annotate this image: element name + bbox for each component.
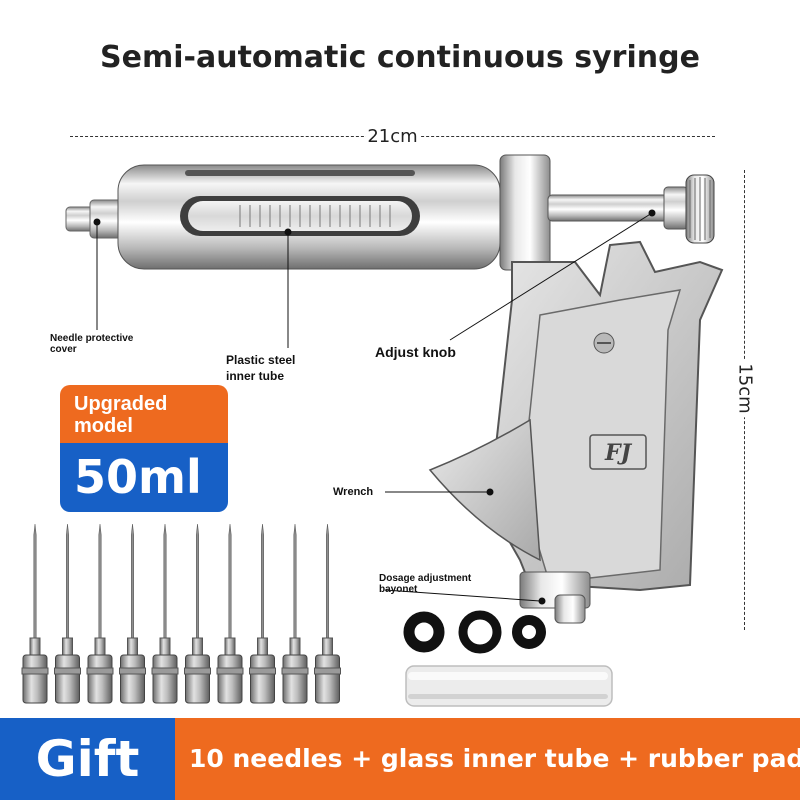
needle-icon	[119, 523, 146, 704]
wrench-label: Wrench	[333, 486, 374, 498]
adjust-knob-label: Adjust knob	[375, 344, 456, 360]
length-dimension: 21cm	[70, 126, 715, 147]
wrench-dot	[486, 488, 494, 496]
length-label: 21cm	[365, 126, 420, 147]
needle-icon	[184, 523, 211, 704]
gift-label: Gift	[0, 718, 175, 800]
rubber-ring-icon	[458, 610, 502, 654]
needle-icon	[216, 523, 244, 704]
needle-icon	[151, 523, 179, 704]
glass-tube-icon	[405, 665, 613, 707]
gift-contents: 10 needles + glass inner tube + rubber p…	[175, 718, 800, 800]
logo-text: FJ	[604, 440, 633, 466]
volume-label: 50ml	[60, 443, 228, 512]
leader-lines	[93, 209, 656, 605]
dosage-dot	[538, 597, 546, 605]
needle-icon	[314, 523, 341, 704]
rubber-ring-icon	[512, 615, 546, 649]
barrel-top-slot	[185, 170, 415, 176]
needle-set	[21, 523, 341, 704]
wrench-lever	[428, 418, 541, 562]
needle-icon	[281, 523, 309, 704]
bayonet-tip	[554, 594, 586, 624]
page-title: Semi-automatic continuous syringe	[100, 40, 700, 75]
inner-tube-dot	[284, 228, 292, 236]
needle-cover-dot	[93, 218, 101, 226]
height-dimension: 15cm	[730, 170, 760, 630]
barrel-collar	[499, 154, 551, 271]
needle-icon	[86, 523, 114, 704]
upgraded-model-badge: Upgraded model 50ml	[60, 385, 228, 512]
inner-tube-label: Plastic steel inner tube	[226, 353, 296, 383]
gift-bar: Gift 10 needles + glass inner tube + rub…	[0, 718, 800, 800]
plunger-rod	[547, 194, 679, 222]
syringe-barrel	[65, 154, 715, 271]
dosage-label: Dosage adjustment bayonet	[379, 573, 472, 595]
adjust-knob-dot	[648, 209, 656, 217]
needle-cover-label: Needle protective cover	[50, 333, 134, 355]
logo-plate	[589, 434, 647, 470]
needle-icon	[249, 523, 276, 704]
needle-icon	[21, 523, 49, 704]
needle-icon	[54, 523, 81, 704]
knob-neck	[663, 186, 689, 230]
syringe-grip: FJ	[428, 240, 724, 624]
rubber-ring-icon	[403, 611, 445, 653]
rubber-pads	[403, 610, 546, 654]
badge-top: Upgraded model	[60, 385, 228, 443]
needle-cover-knurl	[89, 199, 123, 239]
